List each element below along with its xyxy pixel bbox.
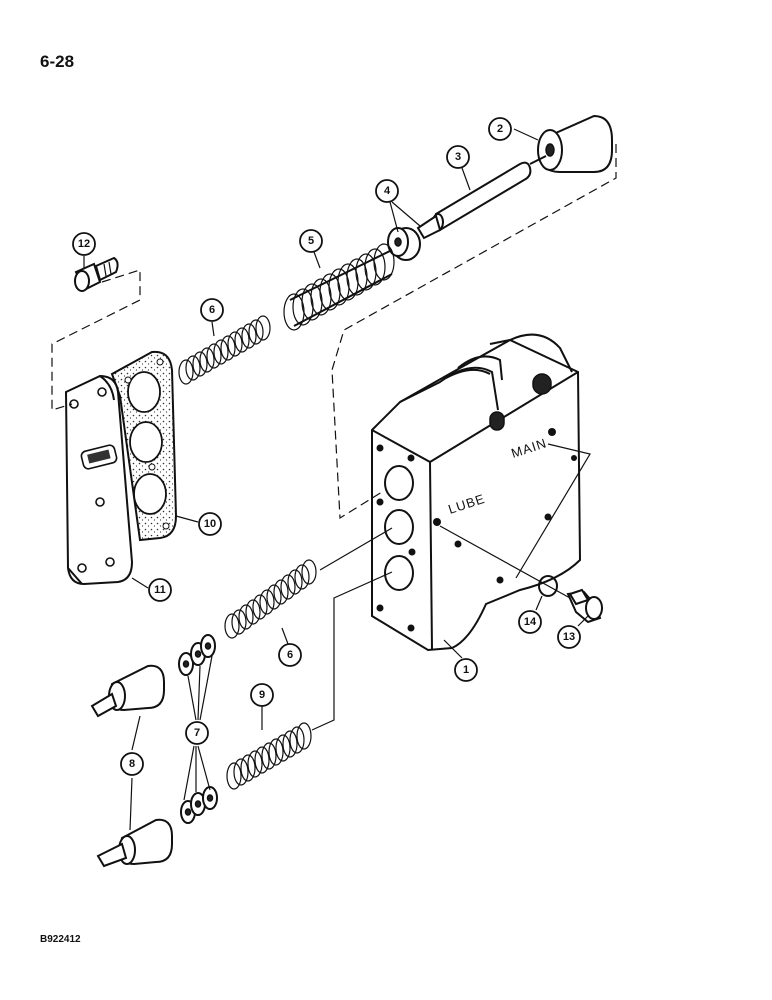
rod-icon (416, 155, 547, 240)
callout-5: 5 (299, 229, 323, 253)
svg-text:13: 13 (563, 631, 575, 643)
spring-icon (178, 315, 271, 385)
callout-6-upper: 6 (200, 298, 224, 322)
spring-icon (224, 559, 317, 639)
bolt-icon (566, 588, 603, 624)
svg-text:2: 2 (497, 123, 503, 135)
svg-text:10: 10 (204, 518, 216, 530)
page-number: 6-28 (40, 52, 75, 71)
spring-icon (283, 243, 395, 331)
o-ring-icon (538, 575, 558, 597)
svg-text:6: 6 (287, 649, 293, 661)
svg-text:12: 12 (78, 238, 90, 250)
svg-text:8: 8 (129, 758, 135, 770)
assembly-line (439, 525, 571, 599)
plug-icon (90, 664, 165, 718)
svg-text:9: 9 (259, 689, 265, 701)
callout-14: 14 (518, 610, 542, 634)
svg-text:6: 6 (209, 304, 215, 316)
callout-3: 3 (446, 145, 470, 169)
assembly-line (51, 269, 141, 411)
washer-icon (180, 786, 218, 824)
plug-icon (537, 114, 613, 173)
cover-plate-icon (64, 374, 134, 586)
svg-text:3: 3 (455, 151, 461, 163)
svg-text:5: 5 (308, 235, 314, 247)
callout-11: 11 (148, 578, 172, 602)
callout-4: 4 (375, 179, 399, 203)
spring-icon (226, 722, 312, 790)
gasket-icon (110, 350, 178, 542)
assembly-line (311, 571, 393, 731)
assembly-line (515, 443, 591, 579)
callout-6-lower: 6 (278, 643, 302, 667)
bolt-icon (74, 256, 119, 292)
callout-13: 13 (557, 625, 581, 649)
assembly-line (331, 144, 617, 520)
figure-code: B922412 (40, 934, 81, 945)
plug-icon (96, 818, 173, 868)
washer-icon (387, 227, 421, 261)
callout-10: 10 (198, 512, 222, 536)
callout-leaders (83, 128, 589, 831)
assembly-line (319, 527, 393, 571)
svg-text:11: 11 (154, 584, 166, 596)
washer-icon (178, 634, 216, 676)
svg-text:14: 14 (524, 616, 537, 628)
callout-12: 12 (72, 232, 96, 256)
callout-7: 7 (185, 721, 209, 745)
svg-text:1: 1 (463, 664, 469, 676)
callout-1: 1 (454, 658, 478, 682)
callout-2: 2 (488, 117, 512, 141)
svg-text:7: 7 (194, 727, 200, 739)
callout-8: 8 (120, 752, 144, 776)
valve-housing-icon: MAIN LUBE (371, 333, 582, 652)
callout-9: 9 (250, 683, 274, 707)
svg-text:4: 4 (384, 185, 391, 197)
